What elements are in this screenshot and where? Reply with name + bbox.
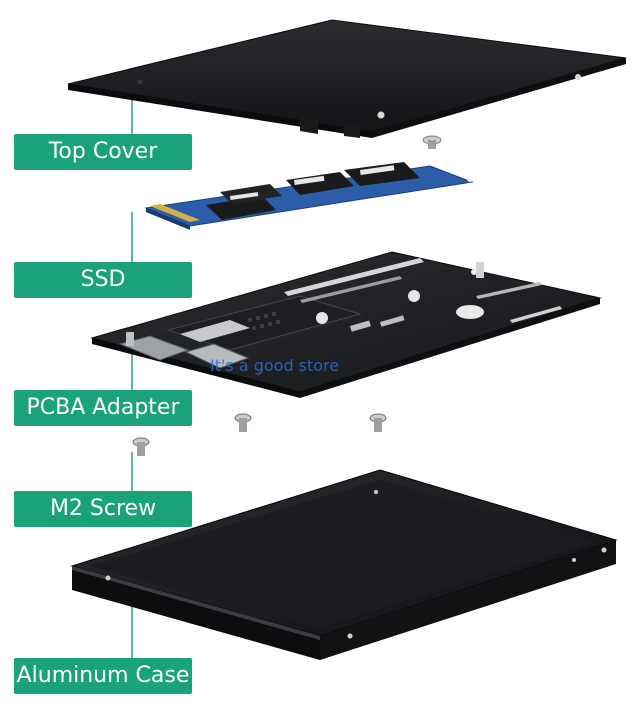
label-top-cover: Top Cover (14, 134, 192, 170)
m2-screws (132, 413, 387, 456)
label-m2-screw: M2 Screw (14, 491, 192, 527)
store-watermark: It's a good store (210, 356, 340, 375)
aluminum-case (70, 469, 618, 660)
screw-top (422, 135, 442, 149)
screw-2 (234, 413, 252, 432)
ssd-stick (144, 162, 474, 230)
screw-3 (369, 413, 387, 432)
label-aluminum-case: Aluminum Case (14, 658, 192, 694)
label-ssd: SSD (14, 262, 192, 298)
pcba-adapter-board (90, 251, 602, 398)
label-pcba-adapter: PCBA Adapter (14, 390, 192, 426)
top-cover-plate (67, 19, 627, 138)
screw-1 (132, 437, 150, 456)
